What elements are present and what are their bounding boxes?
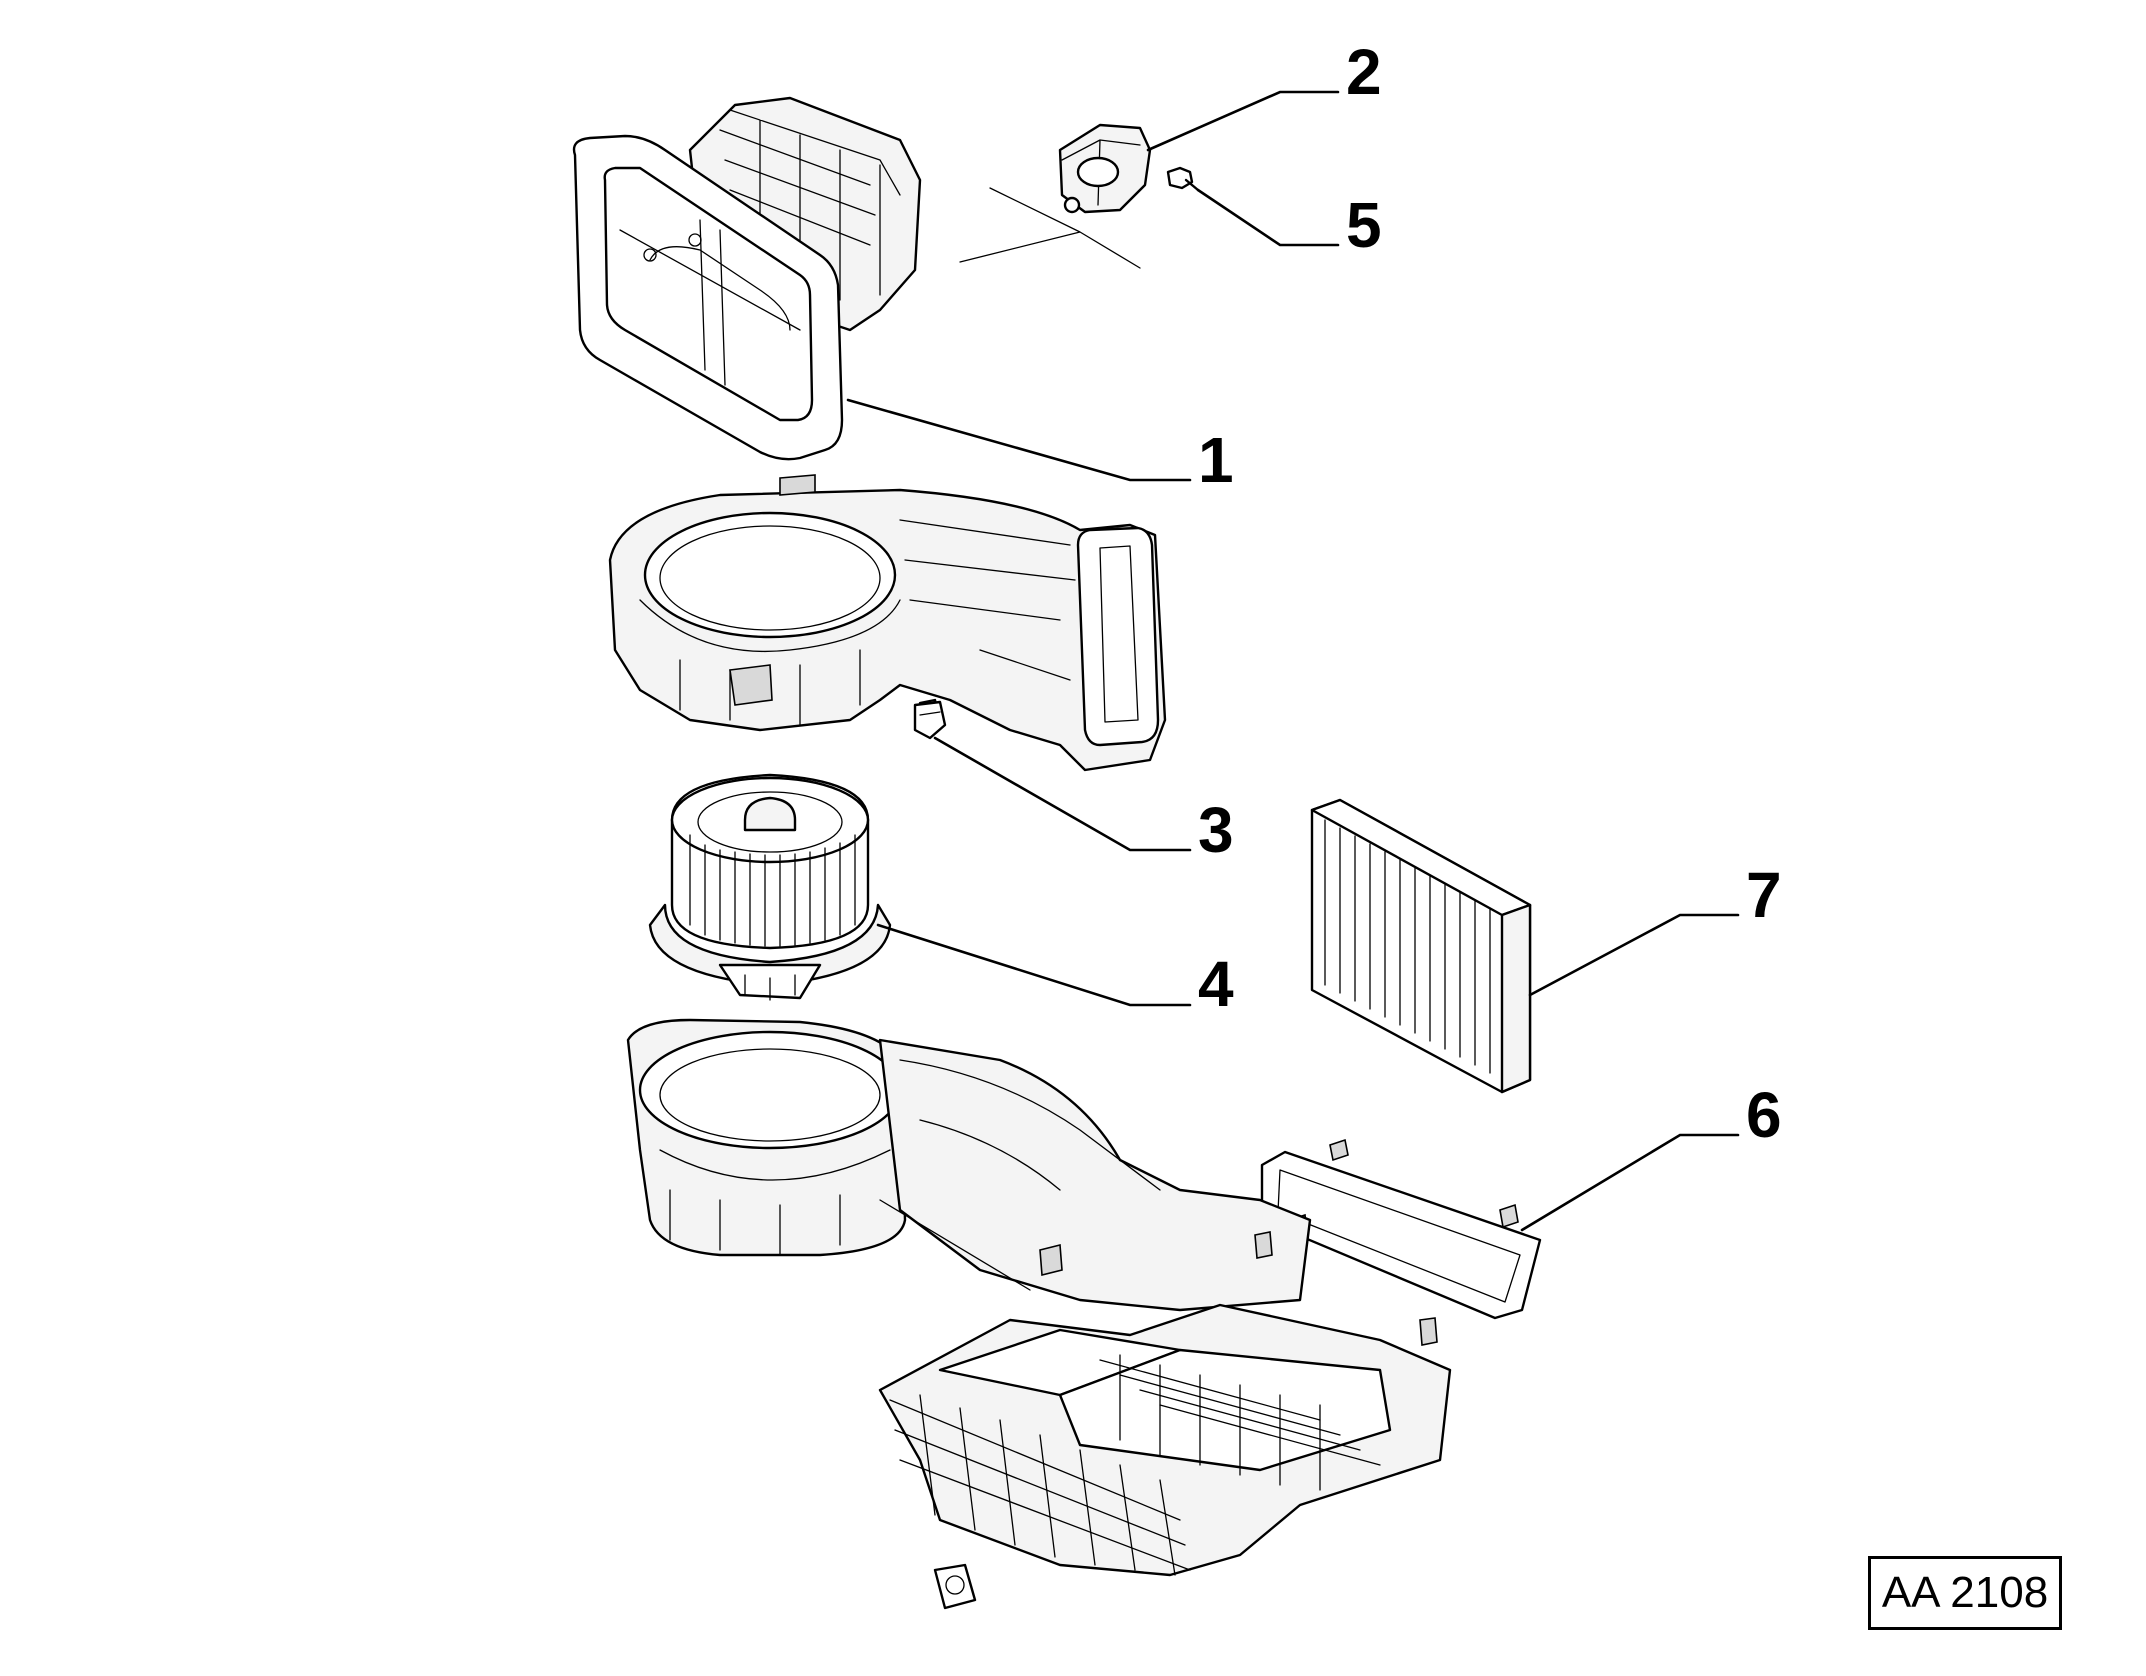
callout-1: 1: [1198, 424, 1234, 496]
assembly-guide-lines: [959, 187, 1141, 269]
callout-5: 5: [1346, 189, 1382, 261]
reference-code: AA 2108: [1881, 1568, 2049, 1617]
part-1-intake-housing: [572, 96, 922, 461]
leader-6: [1520, 1133, 1740, 1232]
leader-5: [1196, 188, 1340, 247]
callout-3: 3: [1198, 794, 1234, 866]
reference-code-box: AA 2108: [1868, 1556, 2062, 1630]
callout-numbers: 1 2 3 4 5 6 7: [1198, 36, 1782, 1151]
leader-1: [846, 398, 1192, 482]
leader-7: [1528, 913, 1740, 997]
callout-6: 6: [1746, 1079, 1782, 1151]
part-3-clip: [913, 700, 947, 740]
leader-4: [876, 923, 1192, 1007]
leader-lines: [846, 90, 1740, 1232]
callout-7: 7: [1746, 859, 1782, 931]
callout-2: 2: [1346, 36, 1382, 108]
leader-2: [1146, 90, 1340, 152]
leader-3: [933, 736, 1192, 852]
part-2-actuator: [1058, 123, 1152, 214]
blower-upper-housing: [608, 474, 1167, 772]
lower-housing: [626, 1018, 1452, 1610]
callout-4: 4: [1198, 948, 1234, 1020]
part-7-cabin-filter: [1310, 798, 1532, 1094]
part-5-screw: [1166, 166, 1200, 192]
part-4-blower-fan: [648, 773, 892, 1001]
